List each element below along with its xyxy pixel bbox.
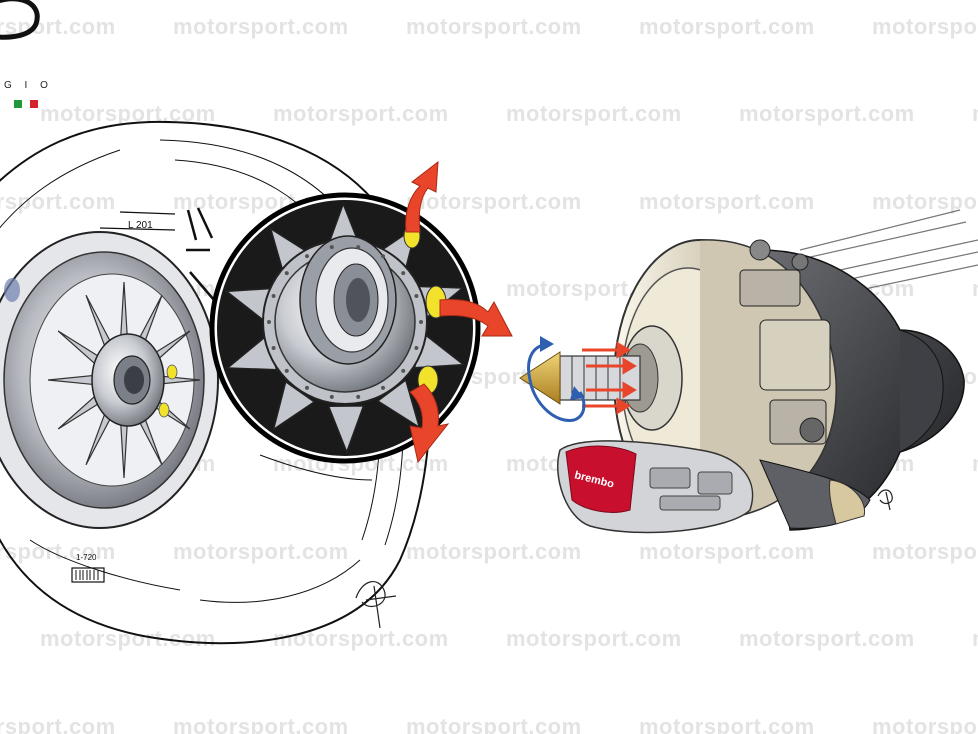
artist-signature [355,489,893,629]
brake-assembly [519,209,978,534]
airflow-arrows [405,160,513,464]
wheel-rim [0,231,219,529]
hub-bolt-dot [284,271,289,276]
brand-logo [0,0,40,40]
tyre-sidewall-code: 1-720 [76,553,97,562]
hub-bolt-dot [419,320,423,324]
hub-bolt-dot [267,320,271,324]
hub-bolt-dot [414,294,419,299]
hub-bolt-dot [305,385,309,390]
logo-text: G I O [4,80,53,91]
zoom-spoke [272,380,316,432]
hub-bolt-dot [329,245,334,250]
hub-bolt-dot [381,254,385,259]
zoom-spoke [327,405,365,455]
hub-bolt-dot [356,394,361,399]
hub-bolt-dot [356,245,361,250]
hub-bolt-dot [401,368,406,373]
hub-bolt-dot [381,385,385,390]
hub-bolt-dot [414,345,419,350]
hub-bolt-dot [401,271,406,276]
tyre-size-label: L 201 [128,220,153,231]
italian-flag-icon [14,100,38,108]
hub-bolt-dot [305,254,309,259]
hub-bolt-dot [271,345,276,350]
hub-detail-zoom [209,192,481,464]
hub-bolt-dot [271,294,276,299]
hub-bolt-dot [329,394,334,399]
hub-bolt-dot [284,368,289,373]
